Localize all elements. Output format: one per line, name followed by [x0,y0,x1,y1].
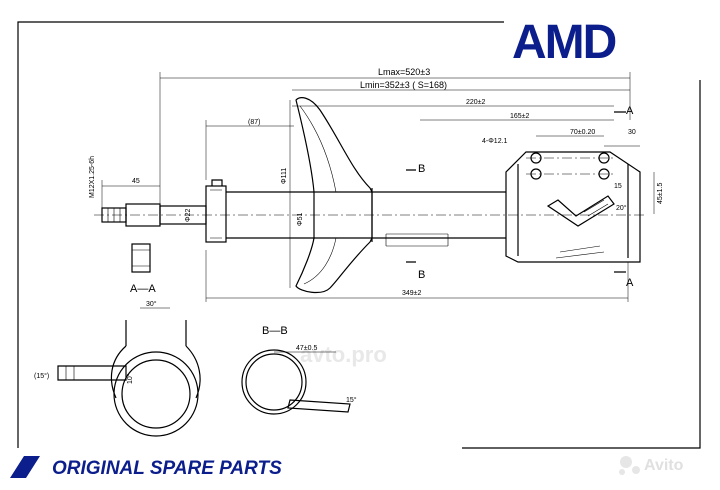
dim-349: 349±2 [402,290,422,297]
svg-text:Avito: Avito [644,457,684,474]
svg-text:ORIGINAL SPARE PARTS: ORIGINAL SPARE PARTS [52,458,282,479]
section-bb-view: B—B 47±0.5 15° [241,325,357,415]
watermark-center: avto.pro [300,342,387,367]
dim-47: 47±0.5 [296,345,317,352]
strut-main-view [94,97,646,294]
dim-220: 220±2 [466,99,486,106]
dim-10deg: 10° [126,373,134,384]
dim-87: (87) [248,119,260,126]
dim-lmax: Lmax=520±3 [378,67,430,77]
marker-b-top: B [418,163,425,175]
drawing-frame [17,21,701,449]
dim-45-1-5: 45±1.5 [657,183,664,204]
nut-detail [131,243,151,273]
dim-30: 30 [628,129,636,136]
dim-hole: 4-Φ12.1 [482,138,508,145]
dim-lmin: Lmin=352±3 ( S=168) [360,80,447,90]
footer-banner: ORIGINAL SPARE PARTS [10,456,282,479]
amd-logo: AMD [508,14,706,69]
section-aa-view: A—A 30° (15°) 10° [34,283,201,437]
dim-165: 165±2 [510,113,530,120]
dim-15: 15 [614,183,622,190]
dim-45: 45 [132,178,140,185]
svg-text:AMD: AMD [512,16,616,69]
dim-30aa: 30° [146,300,157,308]
watermark-corner: Avito [619,456,684,475]
dim-phi111: Φ111 [281,168,288,184]
dim-phi51: Φ51 [297,213,304,226]
dim-thread: M12X1.25-6h [89,156,96,198]
dimension-lines: Lmax=520±3 Lmin=352±3 ( S=168) 220±2 165… [89,67,664,302]
marker-a-top: A [626,105,634,117]
dim-phi22: Φ22 [185,209,192,222]
marker-a-bottom: A [626,277,634,289]
dim-70: 70±0.20 [570,129,595,136]
marker-b-bottom: B [418,269,425,281]
section-bb-label: B—B [262,325,288,337]
dim-20deg: 20° [616,204,627,212]
dim-15bb: 15° [346,396,357,404]
dim-15aa: (15°) [34,372,49,380]
section-aa-label: A—A [130,283,156,295]
section-markers: A A B B [406,105,634,289]
